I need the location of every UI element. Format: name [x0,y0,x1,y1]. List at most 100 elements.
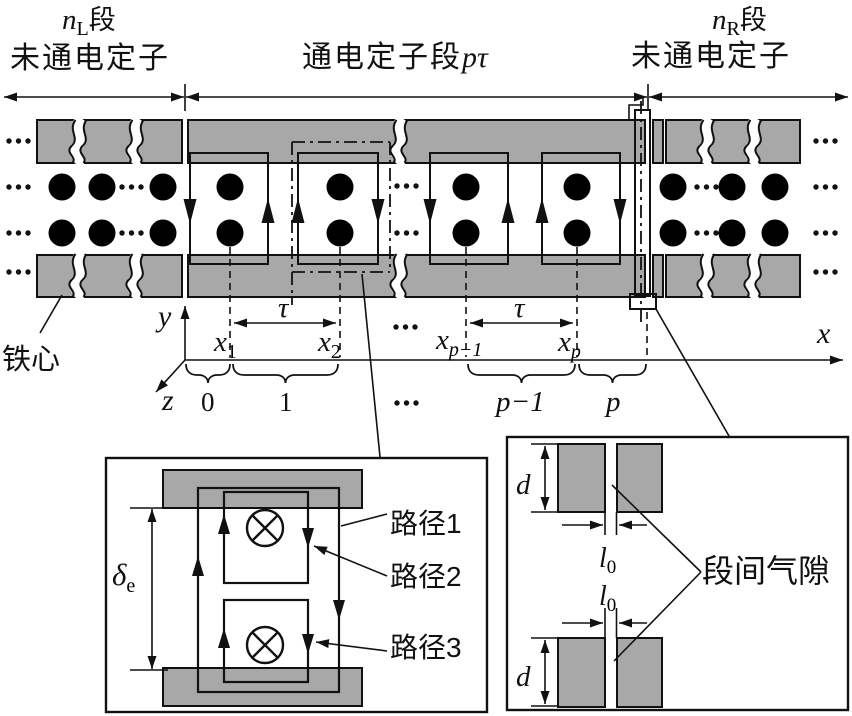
flux-arrow-up-icon [501,198,515,223]
inactive-current-out-icon [88,219,116,247]
tau-label-2: τ [514,292,526,324]
z-axis-label: z [161,384,174,417]
flux-arrow-up-icon [535,198,549,223]
coord-x1: x1 [213,326,237,363]
ellipsis-dots [813,184,838,190]
label-powered-stator-section: 通电定子段pτ [302,41,489,74]
ellipsis-dots [6,138,31,144]
core-block-bottom-left [36,254,183,298]
top-region-labels: nL段 未通电定子 通电定子段pτ nR段 未通电定子 [10,4,789,75]
flux-arrow-down-icon [613,199,627,224]
iron-core-annotation: 铁心 [2,294,63,376]
inactive-current-in-icon [718,219,746,247]
inactive-current-in-icon [48,173,76,201]
l0-label-top: l0 [599,543,616,578]
z-axis [155,359,186,393]
coord-xp: xp [557,326,581,363]
inactive-current-in-icon [149,219,177,247]
inactive-current-out-icon [659,219,687,247]
boundary-step-line [628,98,644,121]
ellipsis-dots [694,230,719,236]
core-block-top-right [665,119,801,164]
stator-core-bottom-bar [36,252,801,299]
delta-e-label: δe [112,557,135,597]
flux-arrow-down-icon [302,634,314,654]
ellipsis-dots [394,230,419,236]
core-block-bottom-right [665,254,801,298]
ellipsis-dots [813,138,838,144]
flux-path-inset: δe 路径1 路径2 路径3 [104,456,489,714]
label-left-unpowered-stator: 未通电定子 [10,42,170,75]
section-index-braces: 0 1 p−1 p [185,363,647,418]
flux-arrow-up-icon [218,514,230,534]
brace-0 [185,363,231,384]
flux-loops [183,152,627,265]
current-in-icon [326,219,354,247]
core-block-top-left [36,119,183,164]
current-out-icon [216,219,244,247]
current-in-icon [563,219,591,247]
gap-block-top-left [557,443,606,513]
x-axis-label: x [816,317,831,350]
flux-arrow-down-icon [423,199,437,224]
brace-1 [232,363,339,384]
flux-arrow-down-icon [302,528,314,548]
current-in-icon [326,173,354,201]
ellipsis-dots [6,269,31,275]
label-left-segment-count: nL段 [62,4,116,40]
pole-position-dashed-lines [229,247,648,357]
core-block-bottom-powered [187,254,646,298]
gap-leader-top [611,484,702,573]
flux-arrow-up-icon [218,628,230,648]
flux-path-1-loop [196,486,341,694]
y-axis-label: y [155,300,172,333]
index-p: p [604,386,621,418]
path3-leader [315,639,388,652]
inactive-current-out-icon [88,173,116,201]
ellipsis-dots [393,324,418,330]
ellipsis-dots [6,230,31,236]
tau-label-1: τ [278,292,290,324]
ellipsis-dots [119,184,144,190]
index-1: 1 [279,387,293,417]
flux-arrow-down-icon [333,600,345,620]
core-block-top-powered [187,119,646,164]
current-out-icon [216,173,244,201]
core-strip-top-right [652,119,664,164]
flux-arrow-up-icon [192,556,204,576]
callout-leader-to-gap-inset [655,308,730,437]
gap-block-bottom-right [616,637,663,708]
path1-leader [340,513,388,527]
ellipsis-dots [394,400,419,406]
coord-x2: x2 [317,326,341,363]
ellipsis-dots [6,184,31,190]
iron-core-leader [39,294,63,334]
gap-leader-bottom [613,571,702,662]
d-label-bottom: d [516,661,531,693]
flux-arrow-down-icon [371,199,385,224]
flux-inset-bottom-core [162,667,363,707]
callout-leader-to-flux-inset [361,273,381,458]
current-in-icon [563,173,591,201]
current-out-icon [452,173,480,201]
iron-core-label: 铁心 [2,343,60,376]
ellipsis-dots [813,269,838,275]
path2-leader [313,545,388,577]
core-strip-bottom-right [652,254,664,298]
ellipsis-dots [694,184,719,190]
flux-arrow-down-icon [183,199,197,224]
current-out-icon [452,219,480,247]
segment-gap-callout [361,101,730,458]
inactive-current-out-icon [659,173,687,201]
path1-label: 路径1 [390,508,462,539]
brace-p-1 [467,363,576,384]
current-in-icon [245,508,285,548]
inactive-current-in-icon [48,219,76,247]
index-0: 0 [201,387,215,417]
label-right-segment-count: nR段 [712,4,767,40]
brace-p [578,363,647,384]
ellipsis-dots [394,183,419,189]
gap-callout-handle [629,293,657,310]
